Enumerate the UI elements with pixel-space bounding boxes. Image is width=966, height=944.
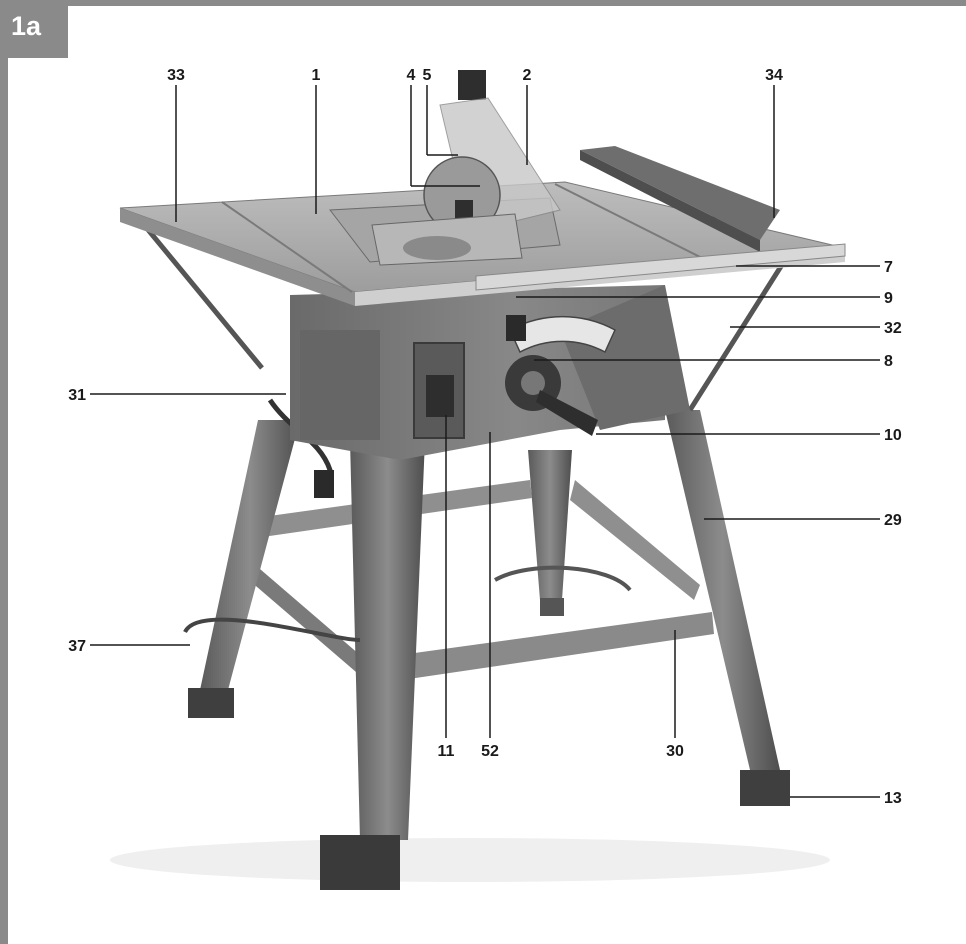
frame-left-border bbox=[0, 0, 8, 944]
on-off-switch bbox=[426, 375, 454, 417]
leader-lines bbox=[90, 85, 880, 798]
callout-8: 8 bbox=[884, 353, 893, 370]
table-front-edge-left bbox=[120, 208, 355, 306]
callout-7: 7 bbox=[884, 259, 893, 276]
front-right-foot bbox=[740, 770, 790, 806]
front-right-leg bbox=[665, 410, 780, 770]
rear-right-leg bbox=[528, 450, 572, 600]
callout-4: 4 bbox=[407, 67, 416, 84]
cable-left bbox=[183, 617, 361, 642]
callout-13: 13 bbox=[884, 790, 902, 807]
housing-left-panel bbox=[300, 330, 380, 440]
callout-1: 1 bbox=[312, 67, 321, 84]
blade-guard-handle bbox=[458, 70, 486, 100]
figure-tab: 1a bbox=[0, 0, 68, 58]
handwheel-hub bbox=[521, 371, 545, 395]
fence-rail bbox=[475, 243, 846, 291]
front-center-leg bbox=[350, 440, 425, 840]
callout-31: 31 bbox=[68, 387, 86, 404]
callout-32: 32 bbox=[884, 320, 902, 337]
callout-2: 2 bbox=[523, 67, 532, 84]
locking-knob bbox=[506, 315, 526, 341]
callout-5: 5 bbox=[423, 67, 432, 84]
left-extension-seam bbox=[221, 201, 353, 293]
front-center-foot bbox=[320, 835, 400, 890]
callout-52: 52 bbox=[481, 743, 499, 760]
callout-37: 37 bbox=[68, 638, 86, 655]
power-plug bbox=[314, 470, 334, 498]
front-left-foot bbox=[188, 688, 234, 718]
frame-top-border bbox=[0, 0, 966, 6]
front-left-leg bbox=[200, 420, 300, 690]
callout-9: 9 bbox=[884, 290, 893, 307]
callout-10: 10 bbox=[884, 427, 902, 444]
mitre-gauge-base bbox=[403, 236, 471, 260]
left-extension-strut bbox=[138, 218, 264, 370]
right-extension-strut bbox=[687, 258, 788, 412]
rear-right-foot bbox=[540, 598, 564, 616]
cable-rear bbox=[494, 565, 632, 592]
right-extension-seam bbox=[554, 183, 711, 263]
callout-34: 34 bbox=[765, 67, 783, 84]
parallel-fence-face bbox=[580, 150, 760, 252]
callout-30: 30 bbox=[666, 743, 684, 760]
lower-brace-left bbox=[228, 545, 360, 672]
lower-brace-front bbox=[400, 612, 714, 680]
floor-shadow bbox=[110, 838, 830, 882]
callout-29: 29 bbox=[884, 512, 902, 529]
callout-11: 11 bbox=[438, 743, 455, 760]
upper-brace-right bbox=[570, 480, 700, 600]
figure-tab-label: 1a bbox=[11, 11, 42, 41]
angle-scale bbox=[509, 315, 616, 354]
height-crank bbox=[536, 390, 598, 436]
parallel-fence bbox=[580, 146, 780, 240]
callout-33: 33 bbox=[167, 67, 185, 84]
